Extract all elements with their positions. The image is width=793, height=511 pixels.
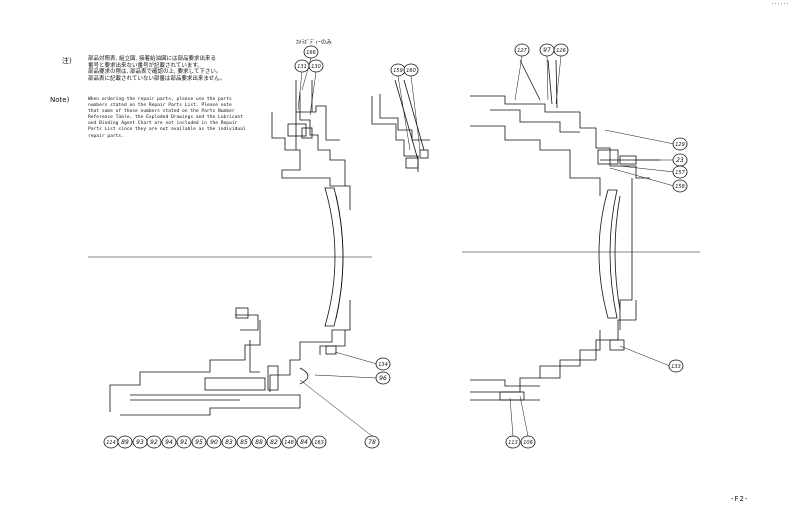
right-lower-housing (470, 300, 637, 393)
en-note-line: Parts List since they are not available … (88, 127, 246, 133)
callout-bubble (672, 137, 688, 151)
callout-bubble (266, 435, 282, 449)
jp-note-line: 部品要求の際は, 部品表で確認の上, 要求して下さい。 (88, 69, 222, 76)
jp-note-line: 部品対照表, 組立図, 接着給油図には部品要求出来る (88, 56, 216, 62)
callout-label: 166 (306, 50, 316, 56)
callout-bubble (514, 43, 530, 57)
callout-label: 93 (136, 439, 144, 446)
right-upper-barrel (470, 125, 601, 196)
jp-note-label: 注) (62, 57, 72, 65)
middle-detail-outline (371, 96, 419, 172)
callout-bubble (117, 435, 133, 449)
en-note-line: and Binding Agent Chart are not included… (88, 121, 238, 127)
callout-bubble (375, 357, 391, 371)
callout-label: 95 (195, 439, 203, 446)
callout-bubble (251, 435, 267, 449)
callout-bubble (672, 179, 688, 193)
callout-label: 127 (517, 48, 527, 54)
callout-label: 113 (508, 440, 518, 446)
callout-label: 97 (543, 47, 551, 54)
callout-label: 92 (150, 439, 158, 446)
jp-note-line: 部品表に記載されていない部番は部品要求出来ません。 (88, 75, 226, 82)
callout-bubble (281, 435, 297, 449)
en-note-line: When ordering the repair parts, please u… (88, 97, 232, 102)
callout-label: 83 (225, 439, 233, 446)
callout-label: 88 (255, 439, 263, 446)
left-upper-housing (271, 112, 351, 210)
callout-bubble (505, 435, 521, 449)
callout-label: 89 (121, 439, 129, 446)
callout-label: 78 (368, 439, 376, 446)
en-note-line: repair parts. (88, 133, 124, 139)
callout-label: 130 (311, 64, 321, 70)
callout-label: 163 (314, 440, 324, 446)
callout-label: 129 (675, 142, 685, 148)
callout-label: 159 (393, 68, 403, 74)
callout-label: 96 (379, 375, 387, 382)
right-lens-element (598, 189, 618, 319)
callout-bubble (221, 435, 237, 449)
en-note: When ordering the repair parts, please u… (88, 97, 273, 140)
callout-label: 133 (671, 364, 681, 370)
callout-bubble (303, 45, 319, 59)
callout-label: 134 (378, 362, 388, 368)
callout-label: 158 (675, 184, 685, 190)
callout-bubble (236, 435, 252, 449)
callout-bubble (668, 359, 684, 373)
callout-bubble (375, 371, 391, 385)
callout-label: 148 (284, 440, 294, 446)
callout-label: 126 (556, 48, 566, 54)
en-note-line: Reference Table, the Exploded Drawings a… (88, 115, 243, 121)
left-lower-barrel (109, 320, 261, 412)
callout-leader-lines (297, 55, 675, 437)
right-upper-housing (470, 95, 650, 179)
callout-label: 84 (300, 439, 308, 446)
callout-label: 94 (165, 439, 173, 446)
callout-label: 160 (406, 68, 416, 74)
callout-bubble (206, 435, 222, 449)
en-note-line: numbers stated on the Repair Parts List.… (88, 103, 232, 109)
callout-bubble (191, 435, 207, 449)
callout-bubble (311, 435, 327, 449)
callout-label: 90 (210, 439, 218, 446)
camera-body-only-label: ｶﾒﾗﾎﾞﾃﾞｨｰのみ (296, 40, 332, 46)
page-number: -F2- (731, 495, 749, 503)
callout-label: 91 (180, 439, 188, 446)
callout-label: 82 (270, 439, 278, 446)
jp-note-line: 番号と要求出来ない番号が記載されています。 (88, 62, 203, 69)
callout-bubble (308, 59, 324, 73)
callout-bubble (403, 63, 419, 77)
left-lower-housing (269, 300, 351, 392)
callout-label: 131 (297, 64, 307, 70)
middle-detail-assembly (371, 79, 430, 172)
callout-bubble (553, 43, 569, 57)
callout-bubble (520, 435, 536, 449)
callout-bubble (176, 435, 192, 449)
jp-note: 部品対照表, 組立図, 接着給油図には部品要求出来る 番号と要求出来ない番号が記… (88, 56, 248, 82)
callout-bubble (296, 435, 312, 449)
callout-label: 23 (676, 157, 684, 164)
en-note-label: Note) (50, 96, 70, 104)
callout-bubble (364, 435, 380, 449)
left-upper-barrel (299, 92, 346, 186)
right-lens-assembly (462, 59, 700, 401)
callout-bubble (672, 165, 688, 179)
left-lens-assembly (88, 80, 372, 416)
callout-bubble (161, 435, 177, 449)
callout-label: 85 (240, 439, 248, 446)
callout-label: 157 (675, 170, 685, 176)
callout-label: 106 (523, 440, 533, 446)
en-note-line: that some of those numbers stated on the… (88, 109, 235, 115)
callout-label: 114 (106, 440, 116, 446)
callout-bubble (146, 435, 162, 449)
header-text: ...... (770, 0, 789, 6)
